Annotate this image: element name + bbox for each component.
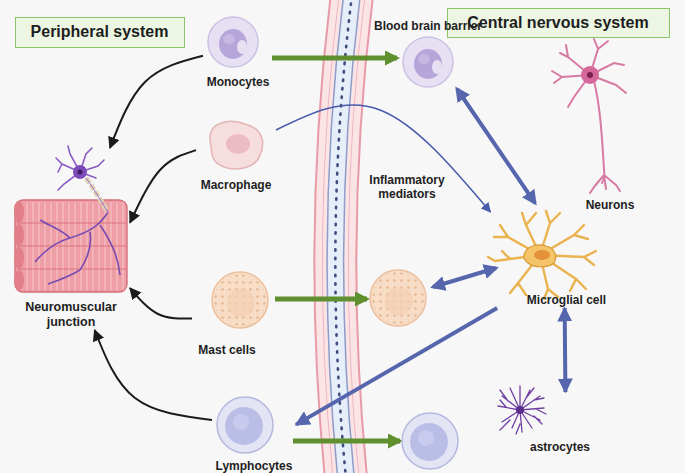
interaction-arrow (457, 89, 535, 203)
mast-cell (212, 272, 268, 328)
cell-node: Lymphocytes (212, 395, 296, 473)
arrow-connector (276, 105, 490, 212)
arrow-connector (130, 288, 192, 318)
fiber-end (14, 247, 24, 269)
myelin-sheath (86, 178, 108, 212)
axon (86, 178, 108, 212)
arrow-connector (296, 308, 497, 425)
barrier-core-edge (335, 0, 352, 473)
fiber-separator (17, 223, 126, 269)
barrier-core (335, 0, 352, 473)
node-label: Neurons (560, 198, 660, 212)
cell-node: Microglial cell (485, 212, 620, 308)
cell-body (581, 66, 599, 84)
blood-brain-barrier (322, 0, 365, 473)
fiber-end (14, 201, 24, 223)
cell-nucleus (226, 134, 250, 154)
migration-arrow (275, 297, 367, 302)
edge-group (95, 56, 566, 425)
mast-cell (370, 270, 426, 326)
fiber-end (14, 224, 24, 246)
cell-body (516, 406, 524, 414)
dendrite (56, 146, 104, 190)
nerve-branch (35, 212, 120, 284)
node-label: Microglial cell (513, 293, 620, 307)
annotation-label: Blood brain barrier (368, 19, 488, 33)
migration-arrow (293, 439, 400, 444)
cell-node: Neuromuscular junction (12, 148, 130, 330)
dendrite (552, 39, 626, 107)
migration-arrows (272, 58, 400, 441)
title-text: Peripheral system (16, 18, 183, 46)
cell-membrane (210, 121, 263, 168)
cell-node: astrocytes (495, 392, 605, 454)
cell-body (524, 245, 556, 267)
cell-nucleus (534, 250, 550, 260)
neuromuscular-junction-art (14, 146, 127, 292)
neuron-cell (552, 39, 626, 193)
fiber-end (14, 270, 24, 290)
node-label: Monocytes (203, 75, 273, 89)
migration-arrow (272, 56, 397, 61)
node-label: Macrophage (196, 178, 276, 192)
astrocyte-cell (498, 386, 546, 434)
cell-nucleus (78, 170, 83, 175)
node-label: Mast cells (192, 343, 262, 357)
title-box: Peripheral system (15, 17, 185, 48)
macrophage-cell (210, 121, 263, 168)
barrier-junctions (335, 0, 352, 473)
cell-body (73, 165, 87, 179)
node-label: astrocytes (520, 440, 600, 454)
barrier-edge (335, 0, 352, 473)
cell-nucleus (587, 72, 593, 78)
monocyte-cell (403, 37, 453, 87)
muscle-fiber (15, 200, 127, 292)
arrow-connector (563, 308, 568, 392)
arrow-connector (130, 150, 196, 223)
astrocyte-process (498, 386, 546, 434)
barrier-band (335, 0, 352, 473)
cell-node: Macrophage (196, 117, 276, 194)
arrow-connector (95, 330, 212, 420)
lymphocyte-cell (402, 413, 458, 469)
arrow-connector (110, 56, 203, 148)
cell-node: Mast cells (192, 270, 273, 358)
microglia-cell (488, 211, 596, 299)
node-label: Neuromuscular junction (12, 300, 130, 330)
edge-label: Inflammatory mediators (358, 173, 456, 201)
lymphocyte-cell (217, 397, 273, 453)
axon (590, 81, 620, 193)
interaction-arrow (433, 268, 496, 287)
monocyte-cell (208, 17, 258, 67)
cell-node: Monocytes (203, 15, 273, 92)
microglia-process (488, 211, 596, 299)
cell-node: Neurons (560, 45, 660, 217)
node-label: Lymphocytes (212, 459, 296, 473)
